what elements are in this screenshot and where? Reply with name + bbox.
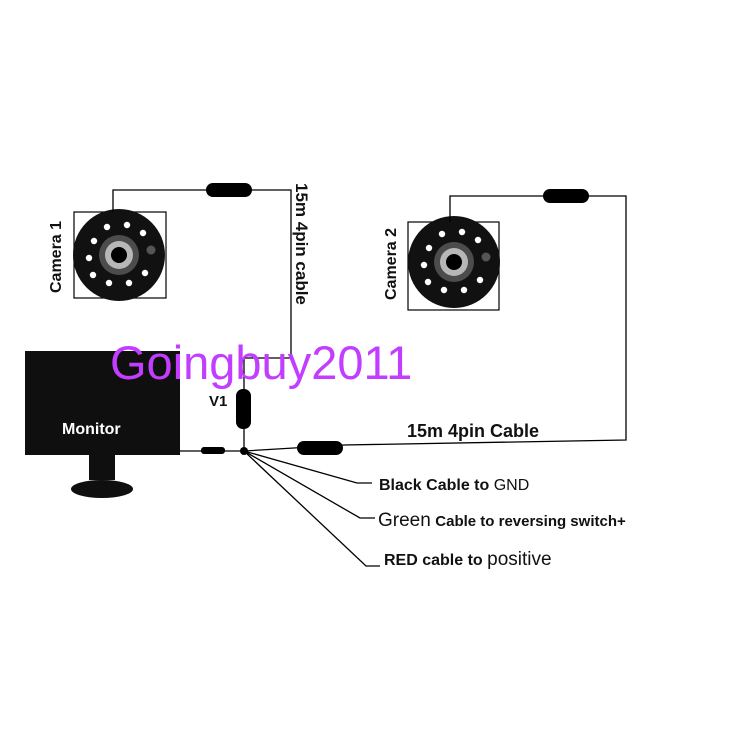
- monitor-label: Monitor: [62, 421, 121, 438]
- monitor-base: [71, 480, 133, 498]
- connector-plug-icon: [206, 183, 252, 197]
- connector-plug-icon: [201, 447, 225, 454]
- camera-2: Camera 2: [383, 216, 500, 311]
- camera-icon: [408, 216, 500, 308]
- camera-1-cable: [112, 189, 292, 395]
- camera-2-cable-label: 15m 4pin Cable: [407, 421, 539, 441]
- green-wire-label: Green Cable to reversing switch+: [378, 510, 626, 531]
- camera-1-label: Camera 1: [48, 221, 65, 293]
- black-wire-label: Black Cable to GND: [379, 477, 529, 494]
- monitor-icon: Monitor: [25, 351, 180, 498]
- camera-1-cable-label: 15m 4pin cable: [292, 183, 311, 305]
- camera-2-label: Camera 2: [383, 228, 400, 300]
- camera-1: Camera 1: [48, 209, 167, 301]
- monitor-screen: [25, 351, 180, 455]
- monitor-neck: [89, 455, 115, 480]
- connector-plug-icon: [543, 189, 589, 203]
- red-wire-label: RED cable to positive: [384, 549, 552, 570]
- connector-plug-icon: [297, 441, 343, 455]
- connector-v1-label: V1: [209, 393, 227, 410]
- green-wire: [243, 450, 375, 519]
- fanout-wires: [243, 450, 380, 567]
- watermark: Goingbuy2011: [110, 336, 412, 389]
- black-wire: [243, 450, 372, 484]
- connector-plug-icon: [236, 389, 251, 429]
- red-wire: [243, 450, 380, 567]
- camera-icon: [73, 209, 165, 301]
